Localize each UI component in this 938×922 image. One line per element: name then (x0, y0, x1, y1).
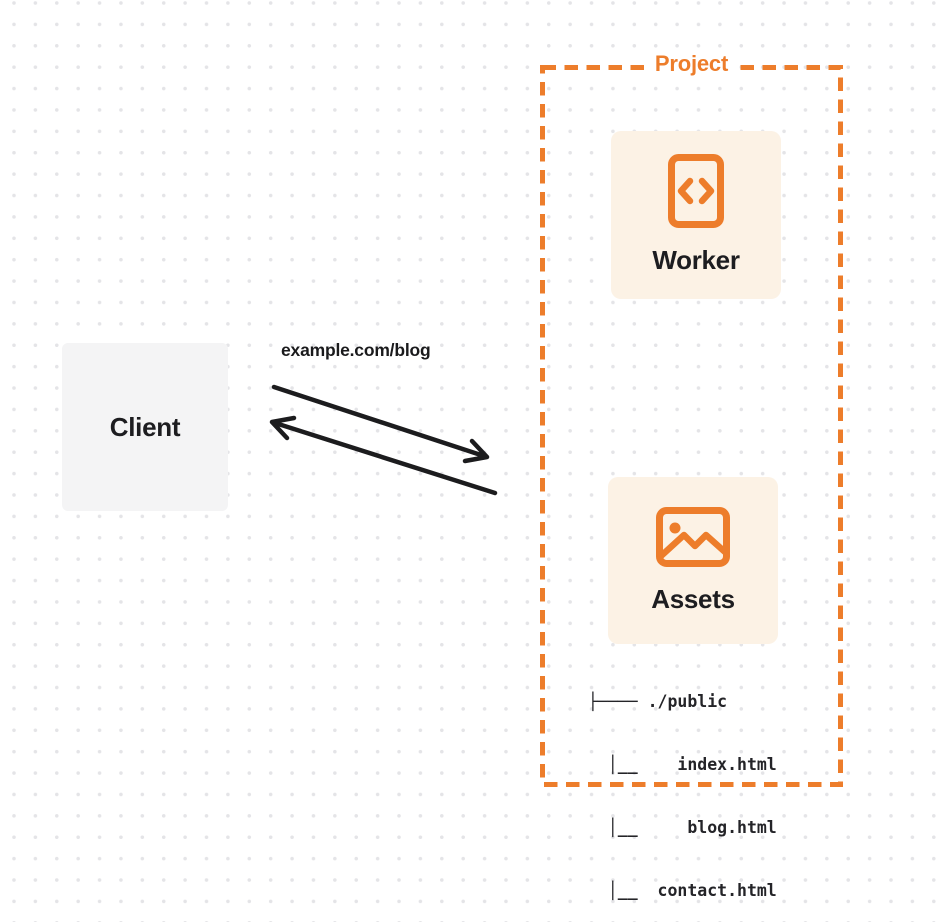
tree-line-contact-html: │__ contact.html (588, 881, 777, 900)
worker-label: Worker (652, 245, 740, 275)
tree-line-index-html: │__ index.html (588, 755, 777, 774)
request-url-label: example.com/blog (281, 340, 431, 360)
assets-node: Assets (608, 477, 778, 644)
worker-node: Worker (611, 131, 781, 299)
request-arrow (271, 384, 490, 464)
image-icon (656, 506, 730, 567)
response-arrow (269, 415, 498, 496)
project-group: Project (540, 51, 843, 77)
project-label: Project (646, 51, 737, 77)
tree-line-public-dir: ├──── ./public (588, 692, 728, 711)
code-document-icon (668, 154, 724, 228)
request-response-arrows (269, 384, 498, 496)
tree-line-blog-html: │__ blog.html (588, 818, 777, 837)
assets-label: Assets (651, 583, 735, 614)
client-node: Client (62, 343, 228, 511)
client-label: Client (109, 411, 181, 442)
assets-file-tree: ├──── ./public │__ index.html │__ blog.h… (588, 649, 777, 922)
